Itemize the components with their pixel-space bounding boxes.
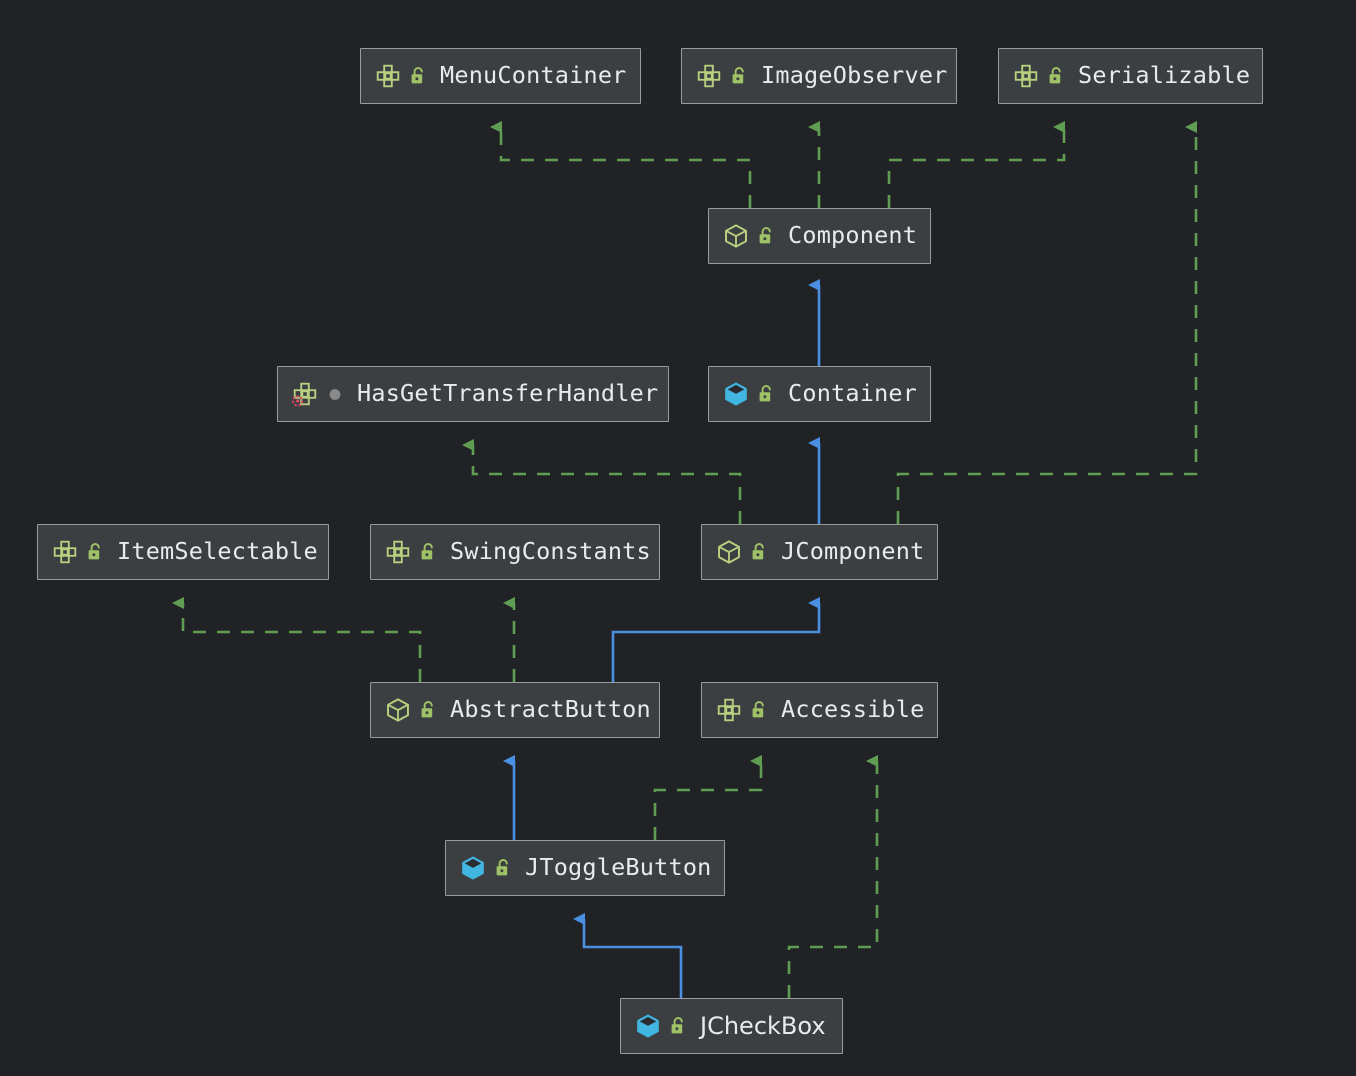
public-unlocked-icon xyxy=(752,701,764,718)
uml-node-label: Serializable xyxy=(1078,61,1251,90)
interface-internal-icon xyxy=(292,382,317,407)
uml-node-label: JCheckBox xyxy=(700,1012,826,1040)
interface-icon xyxy=(717,698,741,722)
uml-node-label: JToggleButton xyxy=(525,853,712,882)
uml-node-itemselectable[interactable]: ItemSelectable xyxy=(37,524,329,580)
uml-node-imageobserver[interactable]: ImageObserver xyxy=(681,48,957,104)
interface-icon xyxy=(697,64,721,88)
uml-node-swingconstants[interactable]: SwingConstants xyxy=(370,524,660,580)
interface-icon xyxy=(53,540,77,564)
uml-node-jtogglebutton[interactable]: JToggleButton xyxy=(445,840,725,896)
abstract-class-icon xyxy=(725,224,747,248)
public-unlocked-icon xyxy=(671,1017,683,1034)
public-unlocked-icon xyxy=(88,543,100,560)
abstract-class-icon xyxy=(718,540,740,564)
public-unlocked-icon xyxy=(1049,67,1061,84)
interface-icon xyxy=(376,64,400,88)
uml-node-label: Container xyxy=(788,379,918,408)
uml-node-label: SwingConstants xyxy=(450,537,651,566)
uml-node-jcomponent[interactable]: JComponent xyxy=(701,524,938,580)
public-unlocked-icon xyxy=(759,385,771,402)
public-unlocked-icon xyxy=(752,543,764,560)
uml-node-menucontainer[interactable]: MenuContainer xyxy=(360,48,641,104)
interface-icon xyxy=(386,540,410,564)
uml-node-component[interactable]: Component xyxy=(708,208,931,264)
public-unlocked-icon xyxy=(411,67,423,84)
uml-node-label: Component xyxy=(788,221,918,250)
class-icon xyxy=(637,1014,659,1038)
uml-node-label: HasGetTransferHandler xyxy=(357,379,659,408)
uml-node-jcheckbox[interactable]: JCheckBox xyxy=(620,998,843,1054)
class-icon xyxy=(462,856,484,880)
package-private-dot-icon xyxy=(329,389,341,400)
class-icon xyxy=(725,382,747,406)
abstract-class-icon xyxy=(387,698,409,722)
uml-node-label: JComponent xyxy=(781,537,925,566)
uml-node-label: AbstractButton xyxy=(450,695,651,724)
uml-node-label: MenuContainer xyxy=(440,61,627,90)
uml-node-accessible[interactable]: Accessible xyxy=(701,682,938,738)
public-unlocked-icon xyxy=(759,227,771,244)
public-unlocked-icon xyxy=(421,543,433,560)
uml-node-serializable[interactable]: Serializable xyxy=(998,48,1263,104)
public-unlocked-icon xyxy=(732,67,744,84)
uml-node-label: ImageObserver xyxy=(761,61,948,90)
uml-node-hasgettransferhandler[interactable]: HasGetTransferHandler xyxy=(277,366,669,422)
public-unlocked-icon xyxy=(496,859,508,876)
uml-node-label: Accessible xyxy=(781,695,925,724)
interface-icon xyxy=(1014,64,1038,88)
public-unlocked-icon xyxy=(421,701,433,718)
uml-node-abstractbutton[interactable]: AbstractButton xyxy=(370,682,660,738)
uml-node-label: ItemSelectable xyxy=(117,537,318,566)
uml-node-container[interactable]: Container xyxy=(708,366,931,422)
